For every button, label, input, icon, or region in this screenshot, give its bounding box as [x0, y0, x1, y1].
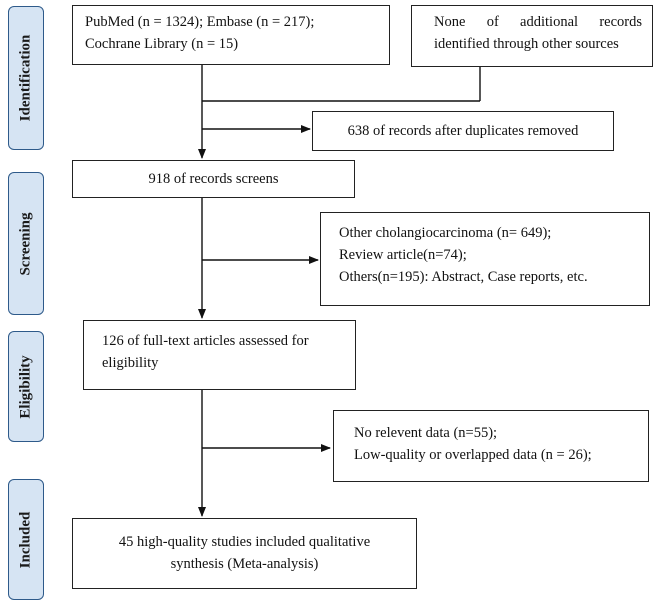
box-excluded-eligibility: No relevent data (n=55); Low-quality or … — [333, 410, 649, 482]
excluded-screening-line-1: Other cholangiocarcinoma (n= 649); — [339, 225, 552, 241]
databases-line-2: Cochrane Library (n = 15) — [85, 36, 239, 52]
excluded-eligibility-line-2: Low-quality or overlapped data (n = 26); — [354, 447, 592, 463]
box-full-text-assessed: 126 of full-text articles assessed for e… — [83, 320, 356, 390]
excluded-screening-line-3: Others(n=195): Abstract, Case reports, e… — [339, 269, 588, 285]
box-database-records: PubMed (n = 1324); Embase (n = 217); Coc… — [72, 5, 390, 65]
phase-screening: Screening — [8, 172, 44, 315]
full-text-line-2: eligibility — [102, 355, 159, 371]
phase-included: Included — [8, 479, 44, 600]
box-records-screened: 918 of records screens — [72, 160, 355, 198]
records-screened-text: 918 of records screens — [148, 171, 279, 187]
excluded-eligibility-line-1: No relevent data (n=55); — [354, 425, 498, 441]
included-line-1: 45 high-quality studies included qualita… — [118, 534, 371, 550]
phase-identification: Identification — [8, 6, 44, 150]
box-excluded-screening: Other cholangiocarcinoma (n= 649); Revie… — [320, 212, 650, 306]
databases-line-1: PubMed (n = 1324); Embase (n = 217); — [85, 14, 315, 30]
included-line-2: synthesis (Meta-analysis) — [170, 556, 319, 572]
box-included-studies: 45 high-quality studies included qualita… — [72, 518, 417, 589]
phase-eligibility: Eligibility — [8, 331, 44, 442]
other-sources-line-1: None of additional records — [434, 14, 642, 30]
excluded-screening-line-2: Review article(n=74); — [339, 247, 467, 263]
box-after-duplicates: 638 of records after duplicates removed — [312, 111, 614, 151]
box-other-sources: None of additional records identified th… — [411, 5, 653, 67]
full-text-line-1: 126 of full-text articles assessed for — [102, 333, 309, 349]
other-sources-line-2: identified through other sources — [434, 36, 619, 52]
after-duplicates-text: 638 of records after duplicates removed — [347, 123, 579, 139]
